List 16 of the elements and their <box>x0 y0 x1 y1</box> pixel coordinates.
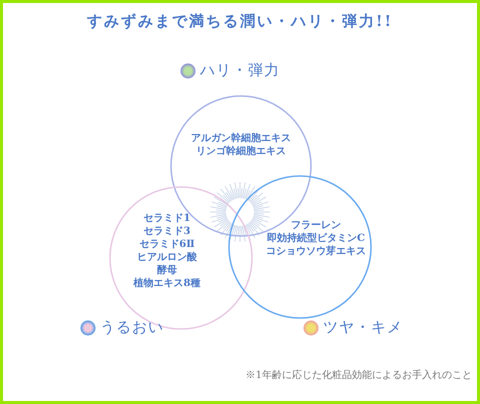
ingredient-text: セラミド6Ⅱ <box>138 238 196 251</box>
ingredient-text: コショウソウ芽エキス <box>265 245 367 258</box>
title: すみずみまで満ちる潤い・ハリ・弾力!! <box>86 12 394 31</box>
ingredient-text: アルガン幹細胞エキス <box>190 132 292 145</box>
ingredient-text: リンゴ幹細胞エキス <box>195 145 287 158</box>
ingredient-text: セラミド3 <box>142 225 192 238</box>
category-heading: ハリ・弾力 <box>200 61 280 80</box>
ingredient-text: 即効持続型ビタミンC <box>266 232 366 245</box>
category-heading: ツヤ・キメ <box>323 318 403 337</box>
ingredient-text: フラーレン <box>290 219 342 232</box>
ingredient-text: ヒアルロン酸 <box>136 251 198 264</box>
ingredient-text: セラミド1 <box>142 212 192 225</box>
category-heading: うるおい <box>100 318 164 337</box>
ingredient-text: 植物エキス8種 <box>132 277 202 290</box>
footnote: ※1年齢に応じた化粧品効能によるお手入れのこと <box>246 368 472 382</box>
ingredient-text: 酵母 <box>156 264 178 277</box>
